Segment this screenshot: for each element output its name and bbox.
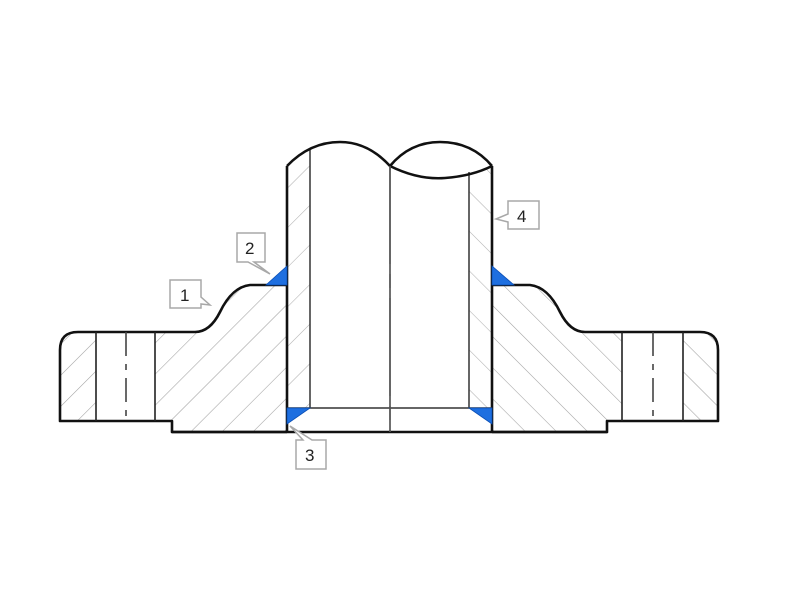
weld-root-left-bottom: [286, 407, 312, 425]
callout-4: 4: [493, 200, 540, 230]
pipe-break-top-front: [286, 140, 493, 168]
welds: [264, 265, 516, 425]
callout-1: 1: [169, 279, 213, 309]
weld-root-right-bottom: [467, 407, 493, 425]
callout-2-label: 2: [245, 239, 254, 258]
flange-right-hub: [492, 285, 622, 432]
flange-left-rim: [60, 332, 96, 421]
flange-left-hub: [155, 285, 287, 432]
pipe: [172, 140, 607, 434]
callout-4-label: 4: [517, 207, 526, 226]
pipe-right-wall: [469, 166, 492, 408]
callout-3: 3: [289, 425, 327, 470]
flange-left-outline: [58, 283, 287, 434]
flange-right-rim: [683, 332, 718, 421]
callout-2: 2: [236, 232, 271, 275]
callout-3-label: 3: [305, 446, 314, 465]
flange-left-half: [58, 283, 287, 434]
flange-right-half: [492, 283, 720, 434]
flange-right-outline: [492, 283, 720, 434]
callout-1-label: 1: [180, 286, 189, 305]
weld-fillet-left-top: [264, 265, 288, 286]
pipe-left-wall: [287, 146, 310, 408]
weld-fillet-right-top: [491, 265, 516, 286]
pipe-break-top-back: [389, 164, 493, 180]
